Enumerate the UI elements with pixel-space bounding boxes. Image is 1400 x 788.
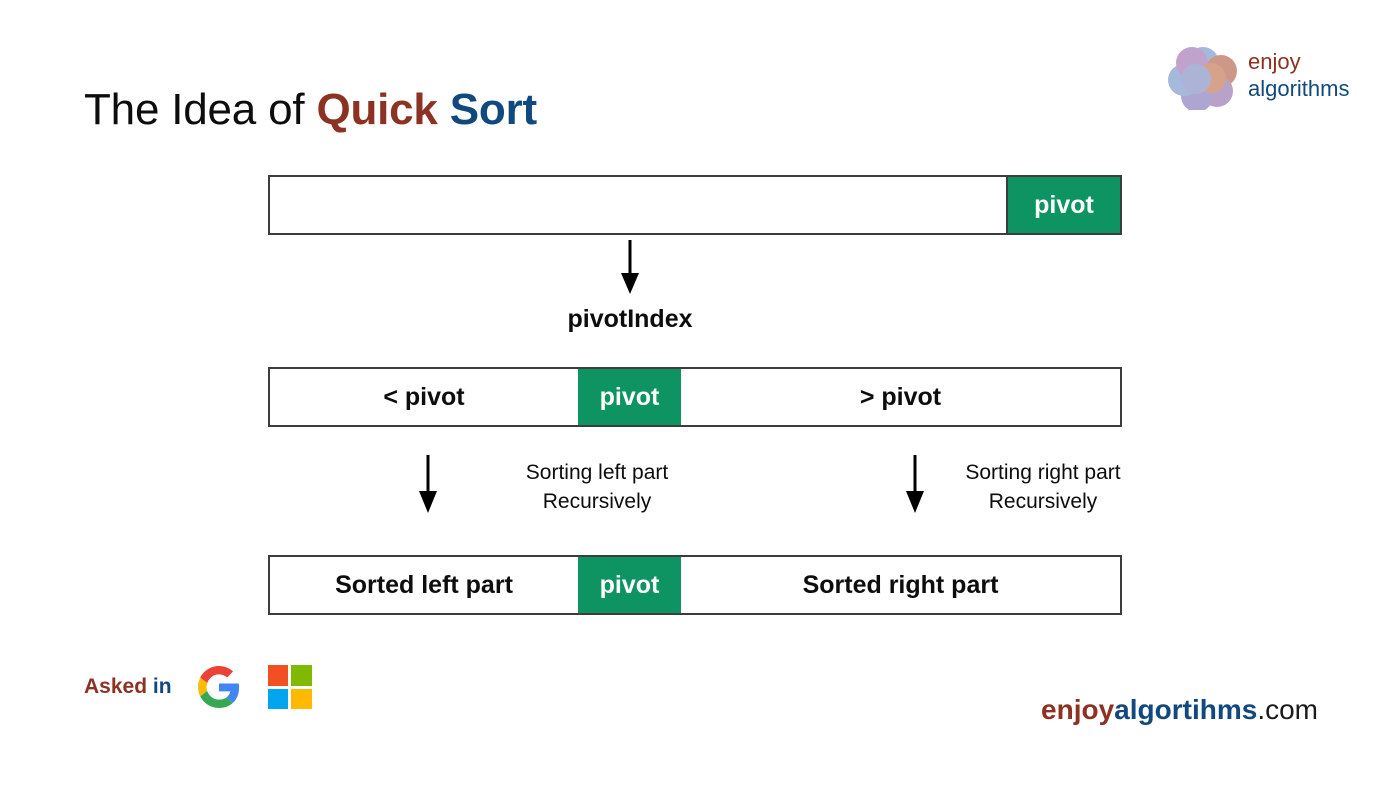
down-arrow-icon-left-branch	[415, 455, 441, 513]
page-title-plain: The Idea of	[84, 85, 317, 135]
page-title: The Idea of Quick Sort	[84, 81, 537, 139]
recursion-note-left: Sorting left part Recursively	[462, 458, 732, 516]
microsoft-square-bottom-left	[267, 688, 289, 709]
page-title-quick: Quick	[316, 85, 438, 135]
microsoft-square-top-right	[291, 665, 312, 686]
recursion-note-left-line2: Recursively	[542, 490, 652, 513]
pivot-index-label: pivotIndex	[567, 305, 693, 333]
array-bar-initial: pivot	[268, 175, 1122, 235]
brand-word-algorithms: algorithms	[1248, 76, 1350, 101]
array-segment-sorted-right: Sorted right part	[681, 557, 1120, 613]
array-segment-pivot: pivot	[1006, 177, 1120, 233]
recursion-note-left-line1: Sorting left part	[525, 461, 669, 484]
microsoft-square-bottom-right	[291, 688, 312, 709]
recursion-note-right-line2: Recursively	[988, 490, 1098, 513]
microsoft-logo-icon	[267, 665, 312, 709]
google-logo-icon	[197, 666, 240, 708]
asked-in-word-in: in	[147, 675, 172, 698]
footer-word-tld: .com	[1257, 694, 1318, 725]
microsoft-square-top-left	[267, 665, 289, 686]
brand-wordmark: enjoy algorithms	[1248, 48, 1349, 102]
array-segment-less-than-pivot: < pivot	[270, 369, 578, 425]
brand-logo: enjoy algorithms	[1166, 46, 1366, 110]
footer-word-enjoy: enjoy	[1041, 694, 1115, 725]
recursion-note-right-line1: Sorting right part	[965, 461, 1121, 484]
array-segment-pivot: pivot	[578, 557, 681, 613]
down-arrow-icon-right-branch	[902, 455, 928, 513]
brand-word-enjoy: enjoy	[1248, 49, 1301, 74]
array-segment-pivot: pivot	[578, 369, 681, 425]
recursion-note-right: Sorting right part Recursively	[908, 458, 1178, 516]
array-segment-sorted-left: Sorted left part	[270, 557, 578, 613]
array-segment-greater-than-pivot: > pivot	[681, 369, 1120, 425]
array-segment-unsorted	[270, 177, 1006, 233]
footer-word-algorithms: algortihms	[1114, 694, 1258, 725]
array-bar-sorted: Sorted left part pivot Sorted right part	[268, 555, 1122, 615]
page-title-sort: Sort	[449, 85, 537, 135]
down-arrow-icon-pivot-index	[617, 240, 643, 294]
enjoy-algorithms-flower-icon	[1166, 46, 1240, 110]
footer-site-wordmark: enjoyalgortihms.com	[1041, 692, 1318, 728]
asked-in-row: Asked in	[84, 662, 312, 712]
asked-in-word-asked: Asked	[84, 675, 148, 698]
asked-in-label: Asked in	[84, 675, 172, 699]
page-title-space	[438, 85, 450, 134]
array-bar-partitioned: < pivot pivot > pivot	[268, 367, 1122, 427]
